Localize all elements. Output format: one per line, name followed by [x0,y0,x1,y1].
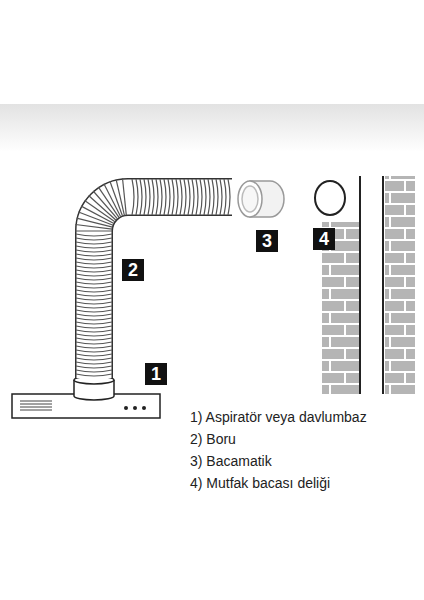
legend-item: 4) Mutfak bacası deliği [190,474,330,492]
top-band [0,104,424,152]
flexible-pipe [75,178,232,378]
hood [12,376,160,418]
legend-item: 3) Bacamatik [190,452,272,470]
callout-number: 3 [256,230,278,252]
callout-number: 2 [122,259,144,281]
legend-item: 1) Aspiratör veya davlumbaz [190,408,367,426]
callout-number: 1 [145,363,167,385]
legend-item: 2) Boru [190,430,236,448]
callout-number: 4 [313,228,335,250]
collar [238,181,284,217]
chimney-hole [315,181,345,215]
